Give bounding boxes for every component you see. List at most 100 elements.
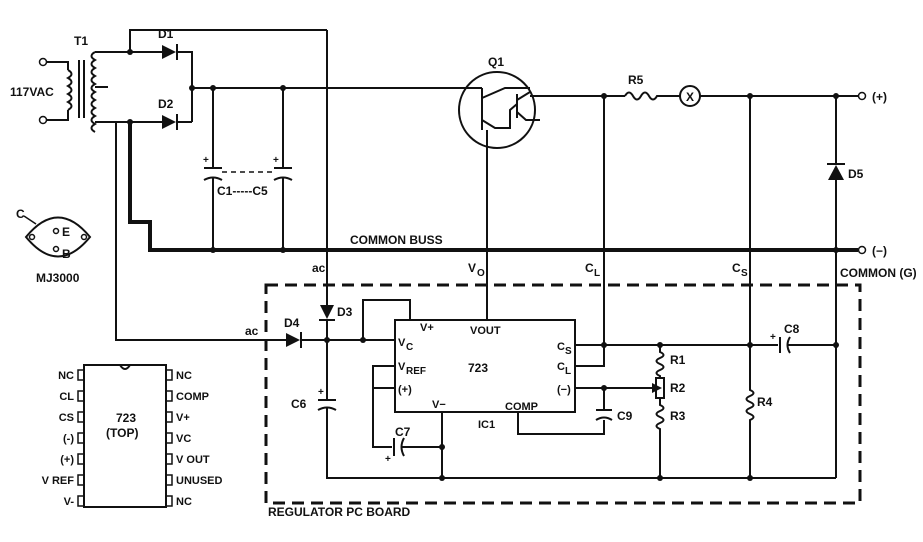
pinout-right-label: V OUT (176, 454, 210, 466)
cs-label: C (732, 261, 741, 275)
common-buss-label: COMMON BUSS (350, 233, 443, 247)
cs-sub: S (741, 268, 748, 279)
ic-cl-sub: L (565, 366, 571, 377)
pinout-left-pin (77, 495, 85, 507)
ic-ref: IC1 (478, 419, 495, 431)
diode-d5: D5 (827, 96, 864, 250)
c9-label: C9 (617, 409, 633, 423)
c-bank-label: C1-----C5 (217, 184, 268, 198)
input-voltage-label: 117VAC (10, 85, 54, 99)
transformer-t1: T1 (65, 29, 327, 133)
vo-sub: O (477, 268, 485, 279)
pinout-right-pin (165, 390, 173, 402)
resistor-r5 (624, 91, 680, 101)
vo-label: V (468, 261, 476, 275)
ac-label-left: ac (245, 324, 259, 338)
ac-input: 117VAC (10, 57, 69, 125)
ic-vplus: V+ (420, 322, 434, 334)
out-minus-label: (−) (872, 244, 887, 258)
ic-name: 723 (468, 361, 488, 375)
c7-label: C7 (395, 425, 411, 439)
ic-cs-sub: S (565, 346, 572, 357)
capacitor-c9: C9 (595, 388, 633, 423)
pinout-left-label: V- (64, 496, 75, 508)
diode-d4 (286, 333, 300, 347)
ic-comp: COMP (505, 401, 538, 413)
common-g-label: COMMON (G) (840, 266, 917, 280)
ic-vout: VOUT (470, 325, 501, 337)
pinout-subtitle: (TOP) (106, 426, 138, 440)
pinout-right-label: NC (176, 496, 192, 508)
ic-plus: (+) (398, 384, 412, 396)
r1-label: R1 (670, 353, 686, 367)
meter-label: X (686, 90, 694, 104)
ic-cs: C (557, 341, 565, 353)
pinout-left-label: CL (59, 391, 74, 403)
mj3000-package: C E B MJ3000 (16, 207, 92, 285)
pinout-right-pin (165, 453, 173, 465)
svg-text:+: + (203, 155, 209, 166)
pinout-right-pin (165, 369, 173, 381)
rectifier: D1 D2 (127, 27, 286, 130)
resistor-r4: R4 (745, 96, 773, 478)
d4-label: D4 (284, 316, 300, 330)
diode-d3 (320, 305, 334, 319)
pinout-left-label: NC (58, 370, 74, 382)
pinout-left-label: (-) (63, 433, 74, 445)
pinout-right-pin (165, 411, 173, 423)
pkg-e-label: E (62, 225, 70, 239)
q1-label: Q1 (488, 55, 504, 69)
r3-label: R3 (670, 409, 686, 423)
input-terminal-bottom (38, 115, 48, 125)
svg-text:+: + (318, 387, 324, 398)
pinout-left-pin (77, 369, 85, 381)
pinout-right-label: V+ (176, 412, 190, 424)
d1-label: D1 (158, 27, 174, 41)
t1-label: T1 (74, 34, 88, 48)
board-label: REGULATOR PC BOARD (268, 505, 411, 519)
ic-minus: (−) (557, 384, 571, 396)
input-terminal-top (38, 57, 48, 67)
pinout-right-label: VC (176, 433, 191, 445)
pinout-right-pin (165, 474, 173, 486)
ic-vminus: V− (432, 399, 446, 411)
pinout-left-pin (77, 390, 85, 402)
pkg-name: MJ3000 (36, 271, 80, 285)
ac-label-top: ac (312, 261, 326, 275)
output-terminal-minus (857, 245, 867, 255)
pinout-right-label: UNUSED (176, 475, 223, 487)
pinout-right-pin (165, 432, 173, 444)
pinout-left-label: (+) (60, 454, 74, 466)
pinout-right-label: COMP (176, 391, 209, 403)
output-terminal-plus (857, 91, 867, 101)
d3-label: D3 (337, 305, 353, 319)
diode-d2 (162, 115, 176, 129)
svg-text:+: + (273, 155, 279, 166)
r5-label: R5 (628, 73, 644, 87)
out-plus-label: (+) (872, 90, 887, 104)
cl-sub: L (594, 268, 600, 279)
d2-label: D2 (158, 97, 174, 111)
pinout-left-label: V REF (42, 475, 75, 487)
pinout-title: 723 (116, 411, 136, 425)
ic-cl: C (557, 361, 565, 373)
divider-resistors: R1 R2 R3 (655, 345, 686, 478)
transistor-q1: Q1 (458, 55, 540, 268)
regulator-board-outline (264, 283, 862, 505)
diode-d1 (162, 45, 176, 59)
ic-vc-sub: C (406, 342, 413, 353)
pinout-right-label: NC (176, 370, 192, 382)
pinout-left-pin (77, 453, 85, 465)
ic-vref: V (398, 361, 406, 373)
ic-vc: V (398, 337, 406, 349)
pinout-right-pin (165, 495, 173, 507)
capacitor-c6: + C6 (291, 387, 836, 479)
r4-label: R4 (757, 395, 773, 409)
cl-label: C (585, 261, 594, 275)
d5-label: D5 (848, 167, 864, 181)
pinout-left-pin (77, 432, 85, 444)
pkg-b-label: B (62, 247, 71, 261)
r2-label: R2 (670, 381, 686, 395)
